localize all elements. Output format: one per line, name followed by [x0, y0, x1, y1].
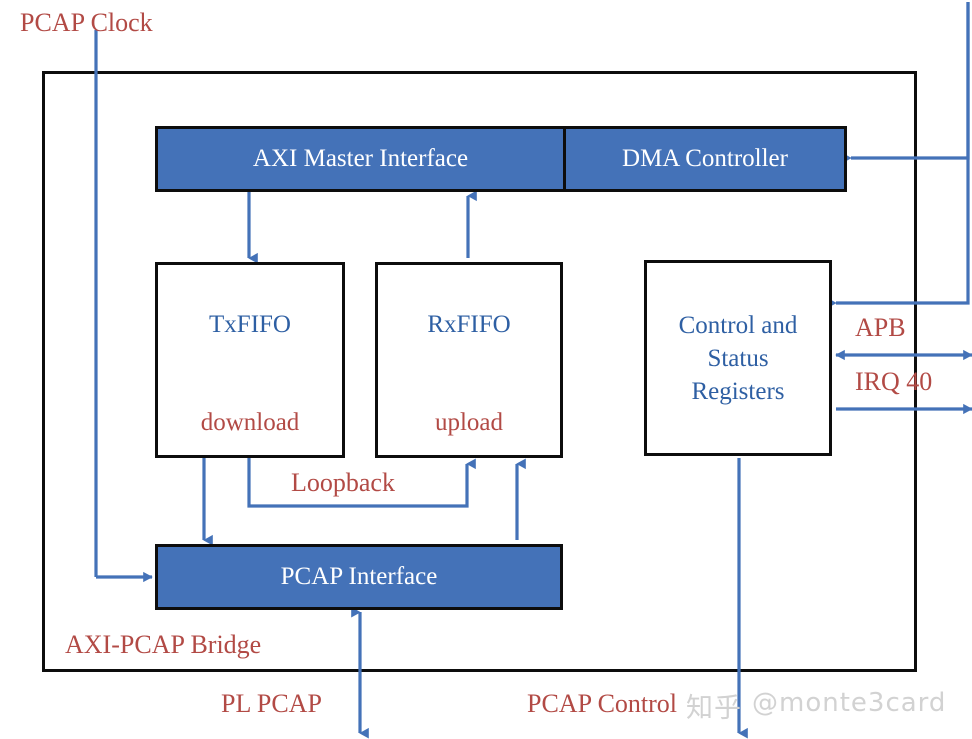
wire-external-to-csr: [827, 2, 970, 309]
rxfifo-flow-label: upload: [434, 409, 504, 436]
watermark-handle: @monte3card: [752, 688, 947, 718]
block-pcap-interface[interactable]: PCAP Interface: [155, 544, 563, 610]
block-label-pcap-interface: PCAP Interface: [280, 563, 438, 590]
watermark-zhihu-logo: 知乎: [686, 693, 742, 724]
label-loopback: Loopback: [291, 468, 395, 497]
block-rxfifo[interactable]: RxFIFO upload: [375, 262, 563, 458]
block-dma-controller[interactable]: DMA Controller: [563, 126, 847, 192]
axi-pcap-bridge-boundary: [42, 71, 917, 672]
label-pcap-control: PCAP Control: [527, 689, 678, 718]
label-apb: APB: [855, 313, 906, 342]
block-control-status-registers[interactable]: Control and Status Registers: [644, 260, 832, 456]
csr-label-line-3: Registers: [691, 377, 785, 405]
csr-label-line-1: Control and: [678, 311, 798, 339]
wire-external-to-dma-controller: [842, 2, 970, 164]
block-axi-master-interface[interactable]: AXI Master Interface: [155, 126, 566, 192]
block-label-txfifo: TxFIFO: [209, 311, 291, 338]
block-label-dma-controller: DMA Controller: [622, 145, 788, 172]
block-label-axi-master-interface: AXI Master Interface: [252, 145, 469, 172]
label-pl-pcap: PL PCAP: [221, 689, 322, 718]
block-label-rxfifo: RxFIFO: [427, 311, 511, 338]
label-irq-40: IRQ 40: [855, 367, 933, 396]
label-axi-pcap-bridge: AXI-PCAP Bridge: [65, 630, 262, 659]
label-pcap-clock: PCAP Clock: [20, 8, 153, 37]
csr-label-line-2: Status: [707, 344, 769, 372]
block-txfifo[interactable]: TxFIFO download: [155, 262, 345, 458]
wire-loopback-txfifo-to-rxfifo: [247, 458, 476, 508]
txfifo-flow-label: download: [200, 409, 300, 436]
